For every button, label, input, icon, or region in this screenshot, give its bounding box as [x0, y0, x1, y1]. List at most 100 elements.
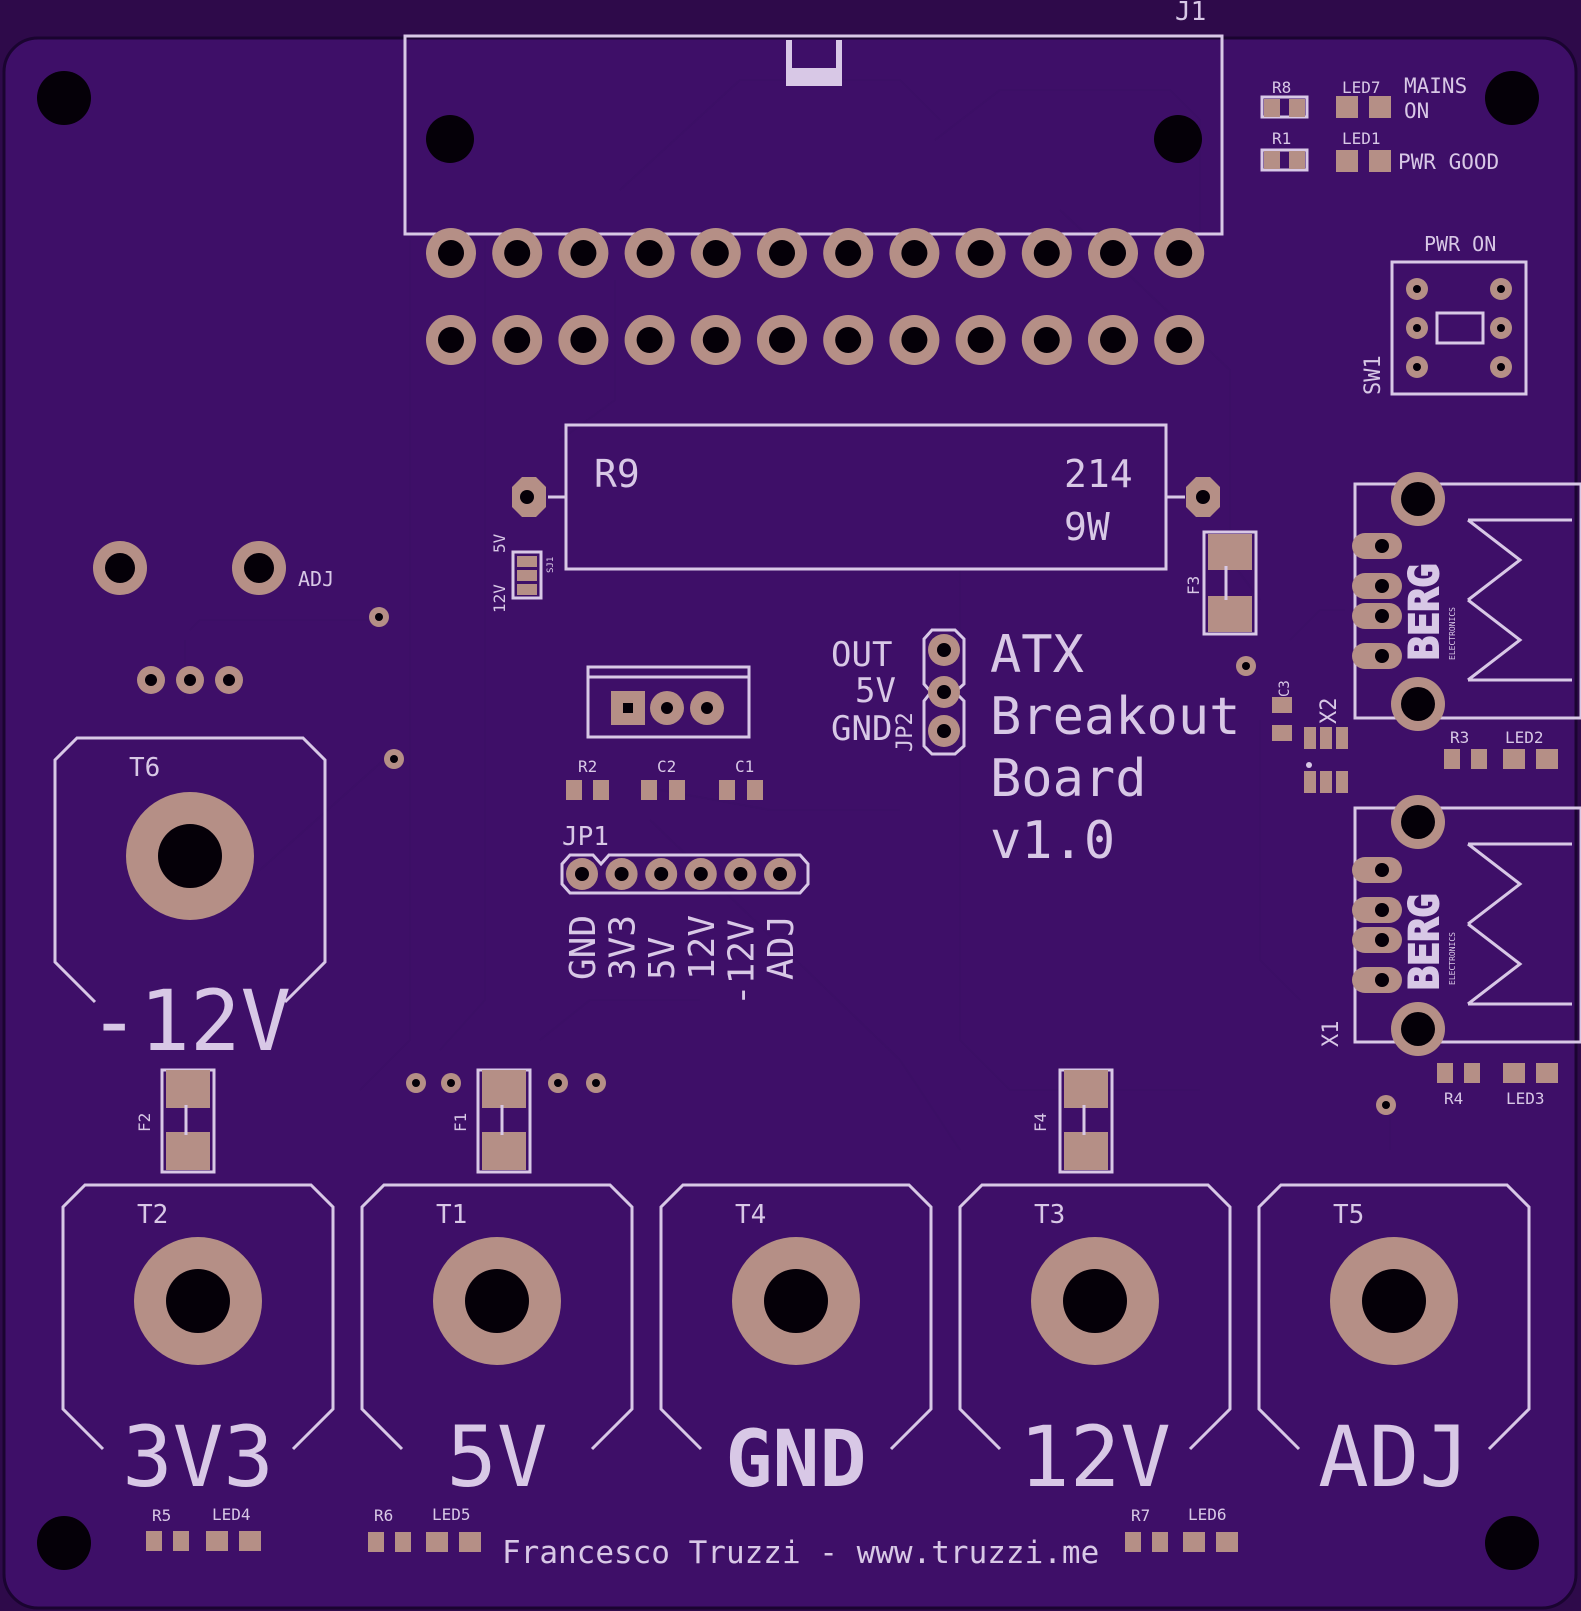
led3-label: LED3 [1506, 1089, 1545, 1108]
terminal-label: GND [726, 1415, 867, 1505]
jp2-gnd-label: GND [831, 709, 892, 749]
terminal-t2: T2 3V3 [61, 1183, 335, 1506]
r9-ref: R9 [594, 452, 640, 496]
terminal-label: 12V [1019, 1408, 1171, 1506]
r2-label: R2 [578, 757, 597, 776]
jp2-out-label: OUT [831, 635, 892, 675]
j1-pin-row [426, 228, 1205, 365]
r8-label: R8 [1272, 78, 1291, 97]
sw1-ref: SW1 [1361, 355, 1386, 395]
title-version: v1.0 [990, 811, 1115, 871]
board-outline [2, 36, 1578, 1610]
credit-line: Francesco Truzzi - www.truzzi.me [502, 1535, 1099, 1571]
title-atx: ATX [990, 625, 1084, 685]
jp1-pin-label: GND [563, 915, 604, 980]
smd-r2-c2-c1: R2 C2 C1 [566, 757, 763, 800]
led4-label: LED4 [212, 1505, 251, 1524]
power-resistor-r9: R9 214 9W [512, 423, 1220, 571]
terminal-label: -12V [89, 972, 291, 1070]
adj-pot-label: ADJ [298, 567, 334, 591]
voltage-regulator [586, 665, 751, 739]
x1-brand-sub: ELECTRONICS [1448, 932, 1457, 985]
x1-label: X1 [1319, 1021, 1344, 1048]
terminal-ref: T4 [735, 1200, 766, 1230]
status-led-block: R8 LED7 MAINS ON R1 LED1 PWR GOOD [1260, 74, 1499, 174]
mains-label-1: MAINS [1404, 74, 1467, 98]
x2-brand: BERG [1402, 564, 1448, 660]
fuse-f4: F4 [1031, 1068, 1114, 1174]
terminal-label: 5V [446, 1408, 547, 1506]
led6-label: LED6 [1188, 1505, 1227, 1524]
jp1-pin-label: ADJ [761, 915, 802, 980]
r3-label: R3 [1450, 728, 1469, 747]
cap-c3: C3 [1272, 680, 1293, 741]
f4-label: F4 [1031, 1113, 1050, 1132]
jp1-pin-label: -12V [721, 919, 762, 1006]
board-title: ATX Breakout Board v1.0 [990, 625, 1240, 871]
solder-jumper-sj1: 5V 12V SJ1 [490, 533, 556, 613]
led7-label: LED7 [1342, 78, 1381, 97]
c2-label: C2 [657, 757, 676, 776]
header-jp2: OUT 5V GND JP2 [831, 628, 966, 756]
terminal-t6: T6 -12V [53, 736, 327, 1070]
x2-label: X2 [1317, 698, 1342, 725]
terminal-ref: T2 [137, 1200, 168, 1230]
sj1-5v: 5V [490, 533, 509, 553]
terminal-label: ADJ [1318, 1408, 1470, 1506]
terminal-ref: T6 [129, 753, 160, 783]
terminal-t1: T1 5V [360, 1183, 634, 1506]
adj-pot-area: ADJ [93, 541, 404, 769]
title-board: Board [990, 749, 1147, 809]
x1-brand: BERG [1402, 894, 1448, 990]
jp2-5v-label: 5V [855, 671, 896, 711]
power-switch-sw1: PWR ON SW1 [1361, 232, 1528, 396]
terminal-label: 3V3 [122, 1408, 274, 1506]
sj1-ref: SJ1 [546, 557, 556, 573]
smd-bottom-leds: R5 LED4 R6 LED5 R7 LED6 [146, 1505, 1238, 1552]
usb-connector-x1: BERG ELECTRONICS X1 [1319, 795, 1581, 1056]
jp1-pin-label: 12V [682, 915, 723, 980]
jp1-ref: JP1 [562, 822, 609, 852]
ic-x2-bridge: X2 [1304, 698, 1348, 793]
f2-label: F2 [135, 1113, 154, 1132]
fuse-f1: F1 [451, 1068, 532, 1174]
r9-value-b: 9W [1064, 505, 1110, 549]
x2-brand-sub: ELECTRONICS [1448, 607, 1457, 660]
r5-label: R5 [152, 1506, 171, 1525]
terminal-ref: T3 [1034, 1200, 1065, 1230]
terminal-ref: T1 [436, 1200, 467, 1230]
led1-label: LED1 [1342, 129, 1381, 148]
mains-label-2: ON [1404, 99, 1429, 123]
smd-r3-led2-r4-led3: R3 LED2 R4 LED3 [1376, 728, 1558, 1115]
led2-label: LED2 [1505, 728, 1544, 747]
mounting-holes [37, 71, 1539, 1570]
c1-label: C1 [735, 757, 754, 776]
f1-label: F1 [451, 1113, 470, 1132]
sw1-label: PWR ON [1424, 232, 1496, 256]
r7-label: R7 [1131, 1506, 1150, 1525]
c3-label: C3 [1277, 680, 1293, 697]
r9-value-a: 214 [1064, 452, 1133, 496]
atx-connector-j1: J1 [403, 0, 1224, 365]
fuse-f2: F2 [135, 1068, 216, 1174]
fuse-f3: F3 [1184, 530, 1258, 676]
jp2-ref: JP2 [893, 712, 918, 752]
j1-label: J1 [1175, 0, 1206, 27]
terminal-ref: T5 [1333, 1200, 1364, 1230]
title-breakout: Breakout [990, 687, 1240, 747]
sj1-12v: 12V [490, 584, 509, 613]
jp1-pin-label: 5V [642, 937, 683, 980]
small-vias-row [406, 1073, 606, 1093]
usb-connector-x2: BERG ELECTRONICS [1352, 472, 1581, 731]
jp1-pin-label: 3V3 [603, 915, 644, 980]
r6-label: R6 [374, 1506, 393, 1525]
r1-label: R1 [1272, 129, 1291, 148]
r4-label: R4 [1444, 1089, 1463, 1108]
led5-label: LED5 [432, 1505, 471, 1524]
